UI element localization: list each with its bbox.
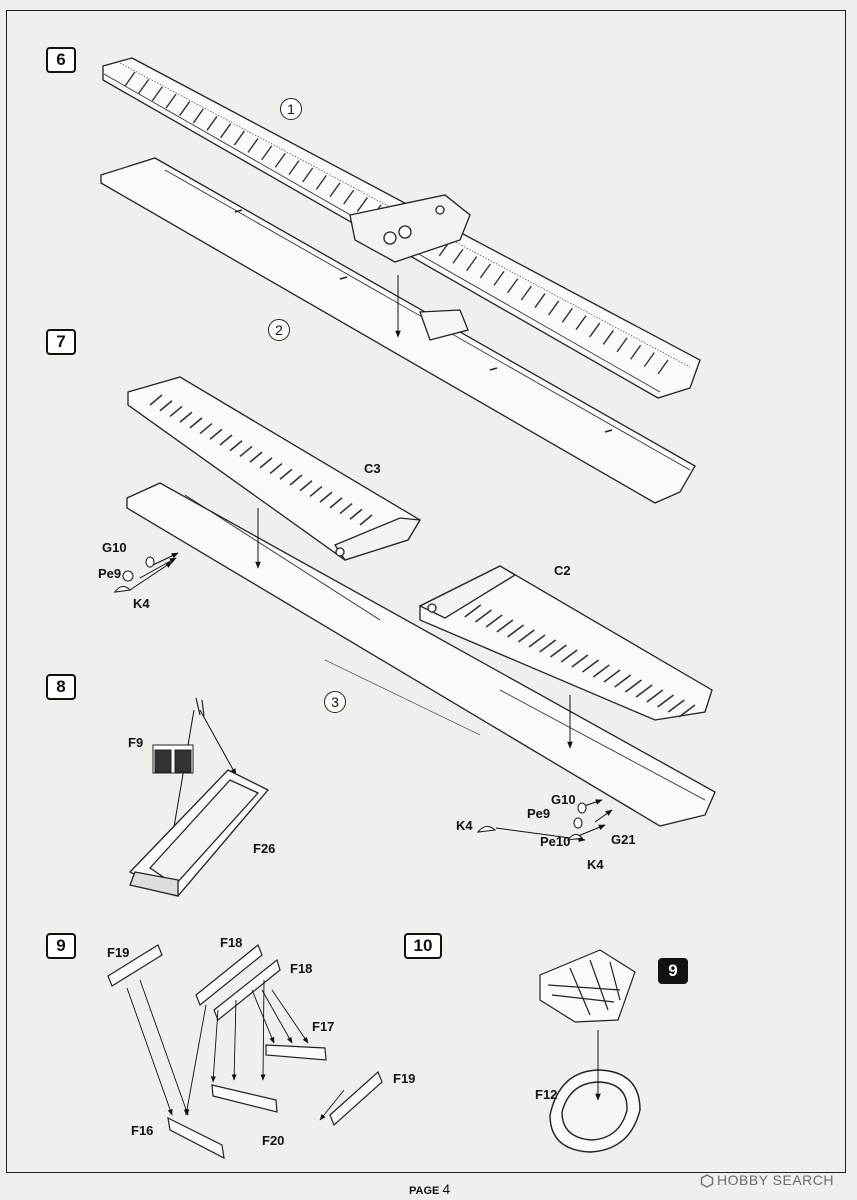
- assembly-marker-2: 2: [268, 319, 290, 341]
- part-label-k4-right-1: K4: [456, 818, 473, 833]
- step9-arrows: [126, 979, 345, 1121]
- part-label-f26: F26: [253, 841, 276, 856]
- part-label-c2: C2: [554, 563, 571, 578]
- lower-wing-panel-c3: [127, 376, 422, 561]
- part-label-f19-right: F19: [393, 1071, 416, 1086]
- step-badge-9: 9: [46, 933, 76, 959]
- part-label-f18-b: F18: [290, 961, 313, 976]
- part-label-c3: C3: [364, 461, 381, 476]
- frame-pieces-step9: [107, 944, 383, 1160]
- part-label-pe9-left: Pe9: [98, 566, 122, 581]
- part-label-f9: F9: [128, 735, 144, 750]
- step-badge-10: 10: [404, 933, 442, 959]
- part-label-g21: G21: [611, 832, 636, 847]
- step-badge-7: 7: [46, 329, 76, 355]
- part-label-k4-left: K4: [133, 596, 150, 611]
- hexagon-logo-icon: [700, 1174, 714, 1189]
- watermark: HOBBY SEARCH: [700, 1172, 834, 1189]
- step-badge-8: 8: [46, 674, 76, 700]
- small-parts-step7: [113, 556, 587, 841]
- assembly-arrows: [129, 275, 613, 863]
- part-label-pe10: Pe10: [540, 834, 571, 849]
- lower-wing-part-3: [126, 482, 716, 827]
- part-label-g10-left: G10: [102, 540, 127, 555]
- page-label: PAGE: [409, 1185, 440, 1197]
- part-label-f16: F16: [131, 1123, 154, 1138]
- grid-frame-step10: [539, 949, 636, 1023]
- upper-wing-part-1: [102, 57, 701, 399]
- page-frame: [6, 10, 846, 1173]
- part-f12: [549, 1069, 641, 1153]
- part-label-pe9-right: Pe9: [527, 806, 551, 821]
- part-label-f17: F17: [312, 1019, 335, 1034]
- step-badge-9-reference: 9: [658, 958, 688, 984]
- assembly-marker-3: 3: [324, 691, 346, 713]
- page-number-value: 4: [442, 1181, 451, 1197]
- part-label-f12: F12: [535, 1087, 558, 1102]
- part-f9: [152, 697, 205, 774]
- step-badge-6: 6: [46, 47, 76, 73]
- part-label-k4-right-2: K4: [587, 857, 604, 872]
- part-label-f19-top: F19: [107, 945, 130, 960]
- part-label-g10-right: G10: [551, 792, 576, 807]
- watermark-text: HOBBY SEARCH: [717, 1172, 834, 1188]
- part-label-f18-a: F18: [220, 935, 243, 950]
- assembly-marker-1: 1: [280, 98, 302, 120]
- seat-part-f26: [128, 769, 270, 897]
- lower-wing-panel-c2: [418, 565, 713, 721]
- part-label-f20: F20: [262, 1133, 285, 1148]
